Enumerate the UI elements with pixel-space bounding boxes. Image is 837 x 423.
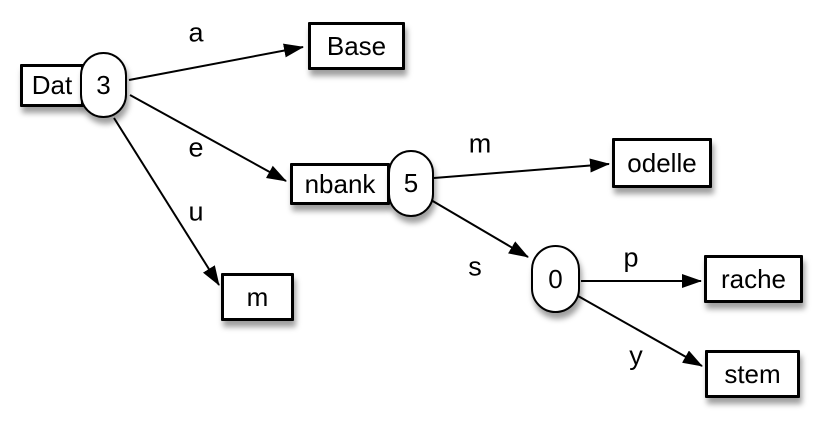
node-stem: stem (705, 350, 800, 398)
edge-label-m: m (468, 128, 492, 159)
node-count-0: 0 (531, 245, 580, 313)
node-m: m (221, 273, 294, 321)
edge-s-arrow (430, 199, 529, 258)
edge-u-arrow (113, 117, 220, 286)
edge-label-s: s (468, 251, 482, 282)
node-count-5: 5 (388, 150, 434, 217)
node-count-3: 3 (80, 52, 127, 118)
node-rache: rache (704, 255, 803, 303)
node-nbank: nbank (290, 163, 390, 205)
edge-label-a: a (188, 17, 204, 48)
edge-label-u: u (188, 196, 204, 227)
edge-label-p: p (623, 242, 639, 273)
node-dat: Dat (20, 64, 84, 107)
edge-e-arrow (129, 94, 287, 182)
edge-label-y: y (629, 340, 643, 371)
node-odelle: odelle (612, 138, 712, 188)
edge-a-arrow (128, 43, 304, 81)
edge-y-arrow (577, 295, 703, 367)
edge-label-e: e (188, 132, 204, 163)
edge-m-arrow (433, 158, 610, 179)
node-base: Base (308, 22, 405, 70)
